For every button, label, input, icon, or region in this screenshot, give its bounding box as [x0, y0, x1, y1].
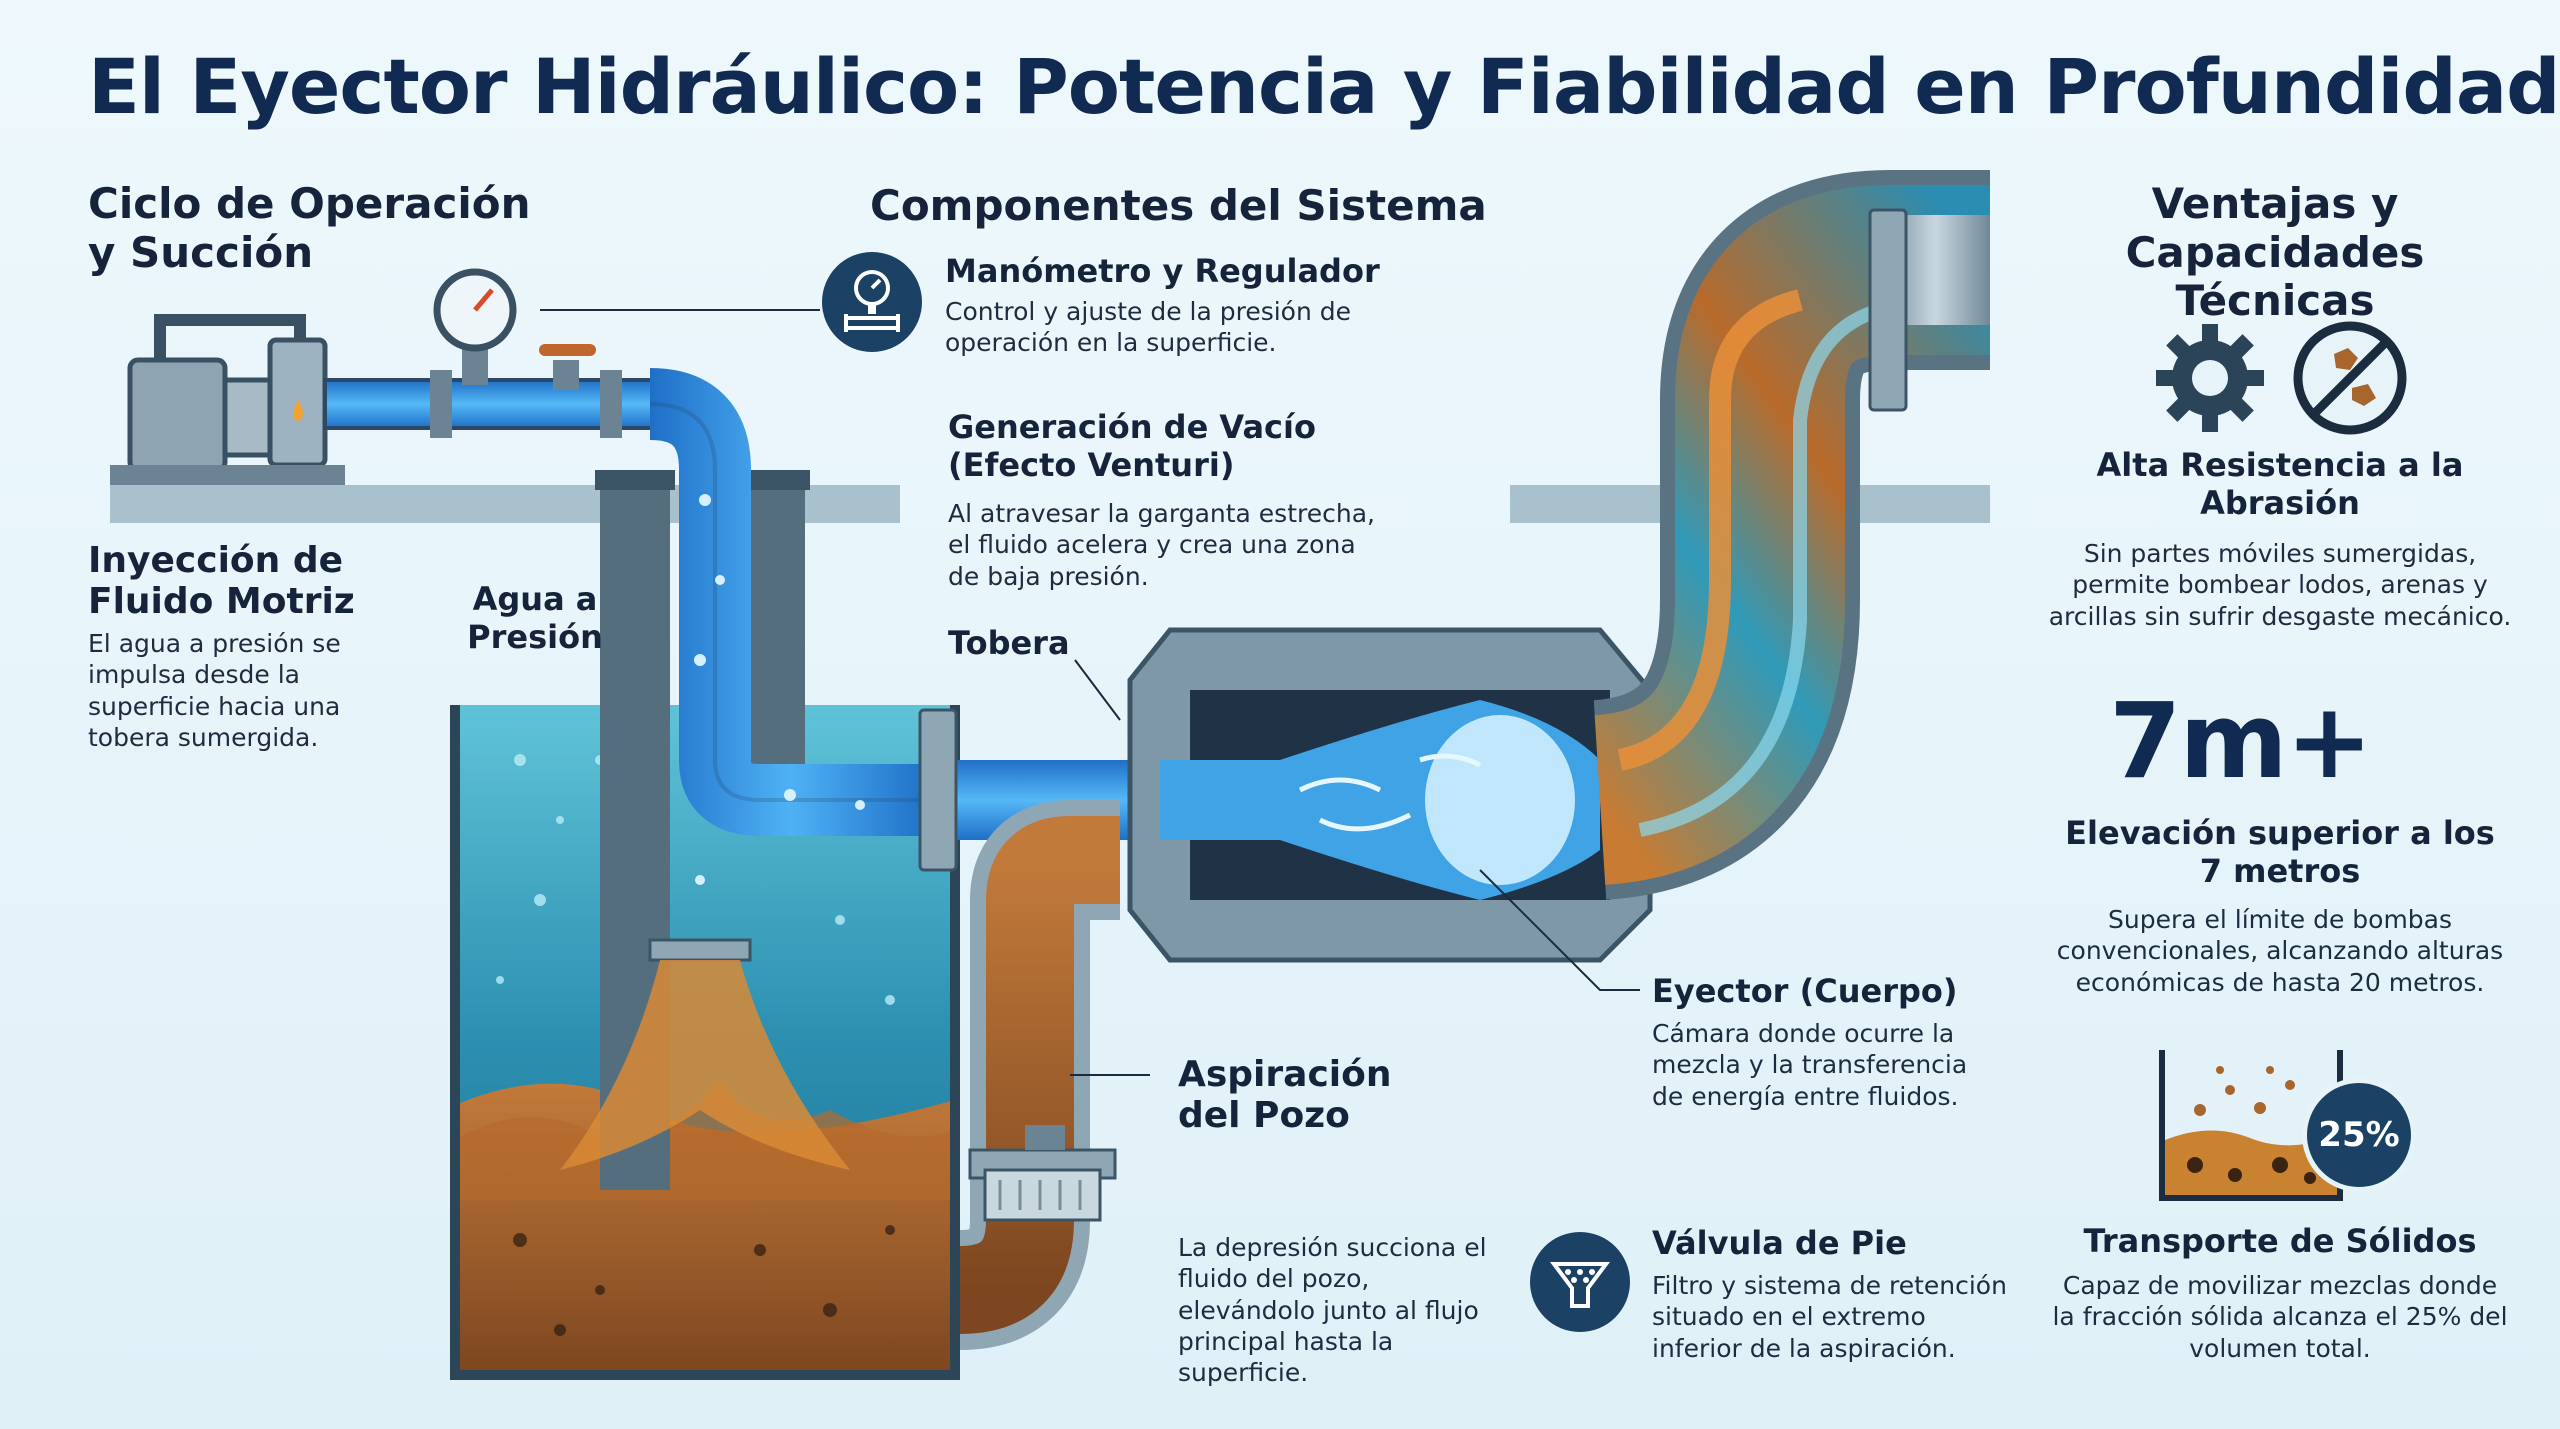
pressure-label: Agua a Presión — [467, 580, 603, 657]
suction-body: La depresión succiona el fluido del pozo… — [1178, 1233, 1487, 1387]
footvalve-title: Válvula de Pie — [1652, 1224, 1907, 1262]
advantages-heading: Ventajas y Capacidades Técnicas — [2125, 179, 2425, 326]
abrasion-body: Sin partes móviles sumergidas, permite b… — [2048, 539, 2512, 631]
vacuum-title: Generación de Vacío (Efecto Venturi) — [948, 408, 1316, 485]
footvalve-body: Filtro y sistema de retención situado en… — [1652, 1271, 2007, 1363]
solids-title: Transporte de Sólidos — [2083, 1222, 2477, 1260]
ejector-body-text: Cámara donde ocurre la mezcla y la trans… — [1652, 1019, 1968, 1111]
vacuum-body: Al atravesar la garganta estrecha, el fl… — [948, 499, 1375, 591]
solids-body: Capaz de movilizar mezclas donde la frac… — [2052, 1271, 2508, 1363]
manometer-valve — [430, 268, 622, 438]
no-abrasion-icon — [2290, 318, 2410, 438]
surface-pump — [110, 314, 345, 485]
main-title: El Eyector Hidráulico: Potencia y Fiabil… — [88, 42, 2560, 131]
manometer-title: Manómetro y Regulador — [945, 252, 1380, 290]
nozzle-label: Tobera — [948, 624, 1070, 662]
filter-valve-icon — [1530, 1232, 1630, 1332]
solids-badge: 25% — [2302, 1078, 2416, 1192]
solids-badge-text: 25% — [2318, 1115, 2400, 1155]
left-heading: Ciclo de Operación y Succión — [88, 179, 531, 277]
lift-title: Elevación superior a los 7 metros — [2065, 814, 2495, 891]
lift-body: Supera el límite de bombas convencionale… — [2056, 905, 2504, 997]
manometer-body: Control y ajuste de la presión de operac… — [945, 297, 1352, 358]
injection-title: Inyección de Fluido Motriz — [88, 540, 355, 623]
ejector-body — [1127, 627, 1653, 963]
lift-value: 7m+ — [2109, 680, 2373, 802]
gauge-valve-icon — [822, 252, 922, 352]
injection-body: El agua a presión se impulsa desde la su… — [88, 629, 341, 752]
gear-icon — [2150, 318, 2270, 438]
components-heading: Componentes del Sistema — [870, 181, 1487, 230]
abrasion-title: Alta Resistencia a la Abrasión — [2096, 446, 2464, 523]
ejector-title: Eyector (Cuerpo) — [1652, 972, 1958, 1010]
suction-title: Aspiración del Pozo — [1178, 1054, 1392, 1137]
